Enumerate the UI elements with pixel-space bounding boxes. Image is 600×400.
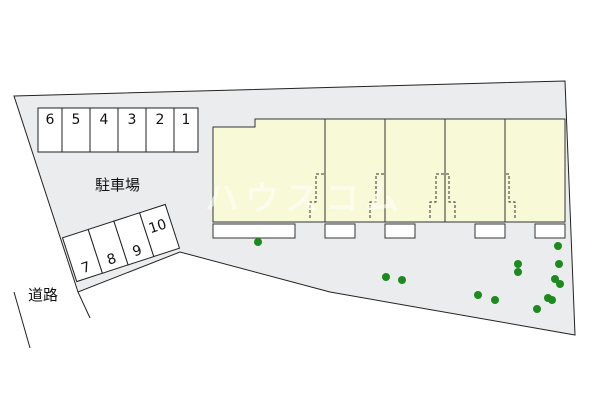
tree bbox=[514, 268, 522, 276]
tree bbox=[556, 280, 564, 288]
parking-row-top: 6 5 4 3 2 1 bbox=[37, 107, 199, 153]
parking-space-number: 2 bbox=[156, 112, 165, 128]
parking-space bbox=[145, 107, 175, 153]
entrance-step bbox=[505, 173, 516, 218]
road-label: 道路 bbox=[28, 286, 58, 304]
entrance-step bbox=[445, 173, 456, 218]
road-edge-line bbox=[77, 291, 91, 319]
balcony bbox=[474, 223, 506, 239]
tree bbox=[514, 260, 522, 268]
tree bbox=[533, 305, 541, 313]
greenery bbox=[254, 238, 564, 313]
balcony bbox=[324, 223, 356, 239]
entrance-step bbox=[309, 173, 325, 218]
entrance-step bbox=[369, 173, 385, 218]
watermark-text: ハウスコム bbox=[205, 179, 405, 219]
tree bbox=[555, 260, 563, 268]
parking-space bbox=[117, 107, 147, 153]
parking-space bbox=[173, 107, 199, 153]
entrance-step bbox=[429, 173, 445, 218]
road-edge-line bbox=[13, 291, 31, 349]
tree bbox=[544, 294, 552, 302]
tree bbox=[254, 238, 262, 246]
parking-space bbox=[89, 107, 119, 153]
balcony bbox=[212, 223, 296, 239]
parking-space-number: 10 bbox=[147, 216, 169, 237]
parking-space bbox=[138, 203, 181, 258]
building-outline bbox=[212, 118, 566, 223]
balcony bbox=[534, 223, 566, 239]
tree bbox=[551, 275, 559, 283]
tree bbox=[382, 273, 390, 281]
parking-space bbox=[61, 107, 91, 153]
parking-space-number: 5 bbox=[72, 112, 81, 128]
parking-space-number: 3 bbox=[128, 112, 137, 128]
balcony bbox=[384, 223, 416, 239]
tree bbox=[398, 276, 406, 284]
tree bbox=[474, 291, 482, 299]
tree bbox=[554, 242, 562, 250]
parking-space-number: 4 bbox=[100, 112, 109, 128]
parking-row-bottom: 7 8 9 10 bbox=[61, 203, 181, 283]
parking-space-number: 6 bbox=[46, 112, 55, 128]
parking-label: 駐車場 bbox=[95, 176, 140, 194]
tree bbox=[491, 296, 499, 304]
parking-space-number: 1 bbox=[182, 112, 191, 128]
apartment-building bbox=[212, 118, 566, 239]
